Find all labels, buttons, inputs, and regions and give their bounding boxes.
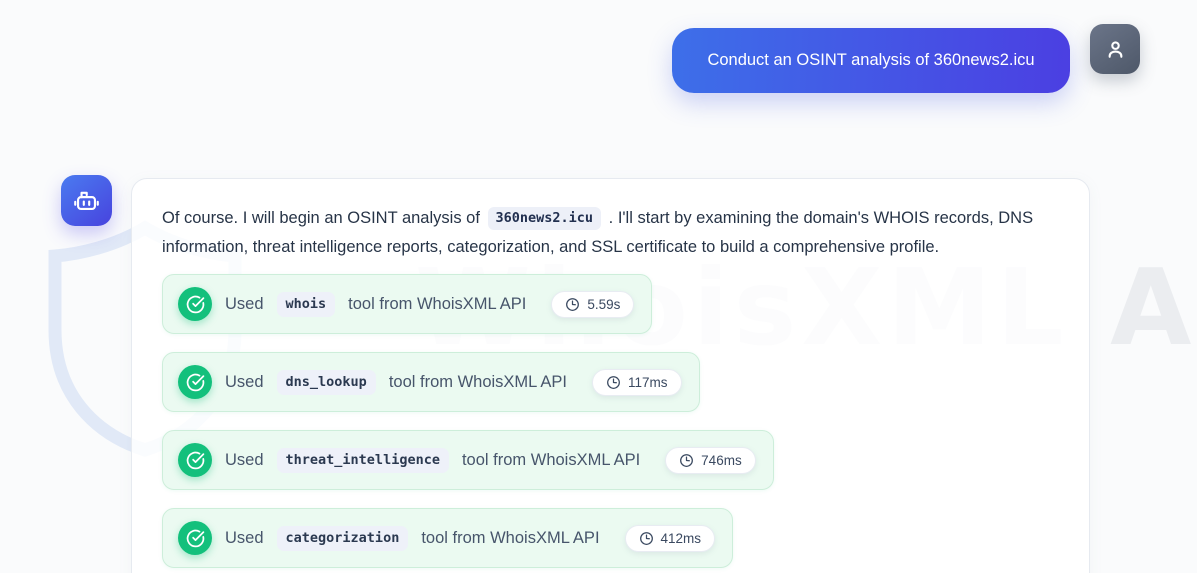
duration-text: 117ms <box>628 374 668 390</box>
tool-source-label: tool from WhoisXML API <box>388 372 568 391</box>
clock-icon <box>680 453 694 467</box>
person-icon <box>1108 40 1122 58</box>
tool-call-card[interactable]: Used categorization tool from WhoisXML A… <box>162 508 734 568</box>
duration-badge: 117ms <box>592 368 682 396</box>
clock-icon <box>639 531 653 545</box>
tool-used-label: Used <box>225 528 264 547</box>
duration-text: 5.59s <box>587 296 621 312</box>
assistant-message-text: Of course. I will begin an OSINT analysi… <box>162 204 1059 261</box>
tool-name-chip: threat_intelligence <box>276 447 449 473</box>
user-avatar <box>1090 24 1140 74</box>
clock-icon <box>566 297 580 311</box>
tool-name-chip: whois <box>276 291 336 317</box>
user-message-text: Conduct an OSINT analysis of 360news2.ic… <box>707 51 1035 69</box>
check-circle-icon <box>178 365 212 399</box>
duration-badge: 746ms <box>665 446 756 474</box>
check-circle-icon <box>178 521 212 555</box>
tool-used-label: Used <box>225 372 264 391</box>
message-text-after: . I'll start by examining the domain's W… <box>162 209 1034 256</box>
tool-call-card[interactable]: Used whois tool from WhoisXML API 5.59s <box>162 274 653 334</box>
duration-badge: 5.59s <box>551 290 635 318</box>
tool-call-card[interactable]: Used threat_intelligence tool from Whois… <box>162 430 774 490</box>
tool-source-label: tool from WhoisXML API <box>461 450 641 469</box>
duration-text: 746ms <box>701 452 742 468</box>
assistant-message-card: Of course. I will begin an OSINT analysi… <box>131 178 1090 573</box>
domain-code-chip: 360news2.icu <box>487 207 602 230</box>
clock-icon <box>607 375 620 389</box>
duration-badge: 412ms <box>624 524 716 552</box>
message-text-before: Of course. I will begin an OSINT analysi… <box>162 209 480 227</box>
tool-call-list: Used whois tool from WhoisXML API 5.59s … <box>162 274 1059 568</box>
user-message-bubble: Conduct an OSINT analysis of 360news2.ic… <box>672 28 1070 93</box>
tool-used-label: Used <box>225 450 264 469</box>
check-circle-icon <box>178 287 212 321</box>
tool-name-chip: categorization <box>276 525 409 551</box>
tool-used-label: Used <box>225 294 264 313</box>
tool-source-label: tool from WhoisXML API <box>348 294 527 313</box>
check-circle-icon <box>178 443 212 477</box>
robot-icon <box>74 191 99 211</box>
tool-source-label: tool from WhoisXML API <box>421 528 600 547</box>
tool-call-card[interactable]: Used dns_lookup tool from WhoisXML API 1… <box>162 352 700 412</box>
assistant-avatar <box>61 175 112 226</box>
duration-text: 412ms <box>660 530 702 546</box>
tool-name-chip: dns_lookup <box>276 369 376 395</box>
